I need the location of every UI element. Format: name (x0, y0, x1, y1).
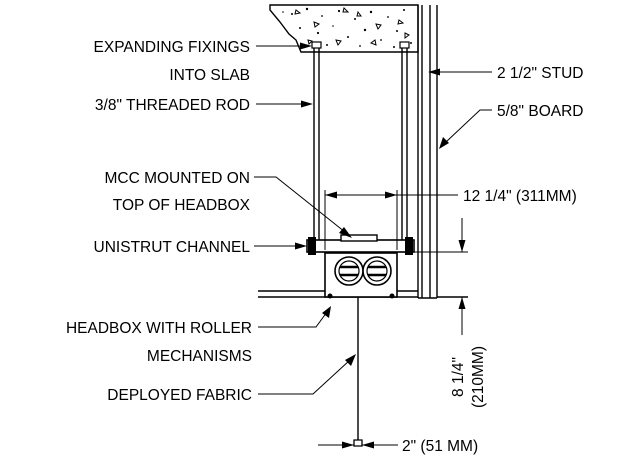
label-deployed-fabric: DEPLOYED FABRIC (107, 387, 252, 404)
label-threaded-rod: 3/8" THREADED ROD (95, 97, 250, 114)
label-headbox-line1: HEADBOX WITH ROLLER (66, 320, 252, 337)
label-height-dimension-line1: 8 1/4" (450, 357, 467, 397)
label-expanding-fixings-line2: INTO SLAB (169, 67, 250, 84)
leader-mcc (254, 176, 352, 238)
deployed-fabric (353, 297, 363, 447)
leader-fabric (258, 354, 356, 395)
label-width-dimension: 12 1/4" (311MM) (463, 188, 577, 205)
label-expanding-fixings-line1: EXPANDING FIXINGS (94, 39, 250, 56)
threaded-rods (311, 41, 410, 240)
label-height-dimension-line2: (210MM) (470, 346, 487, 408)
roller-left (334, 256, 364, 286)
partition-wall (417, 5, 438, 299)
unistrut-channel (306, 234, 415, 255)
roller-right (362, 256, 392, 286)
concrete-slab (269, 4, 419, 53)
label-headbox-line2: MECHANISMS (147, 348, 252, 365)
label-board: 5/8" BOARD (497, 103, 583, 120)
label-mcc-line1: MCC MOUNTED ON (104, 170, 250, 187)
label-mcc-line2: TOP OF HEADBOX (113, 197, 251, 214)
bottom-dimension (318, 441, 398, 449)
leader-unistrut (254, 242, 307, 250)
leader-headbox (258, 306, 331, 328)
leader-stud (428, 68, 492, 76)
height-dimension (414, 218, 468, 335)
headbox (324, 252, 398, 299)
label-bottom-dimension: 2" (51 MM) (402, 438, 478, 455)
width-dimension (324, 190, 458, 250)
label-unistrut-channel: UNISTRUT CHANNEL (94, 239, 251, 256)
leader-expanding-fixings (256, 42, 312, 50)
leader-threaded-rod (256, 100, 313, 108)
leader-board (439, 109, 492, 149)
label-stud: 2 1/2" STUD (497, 65, 583, 82)
